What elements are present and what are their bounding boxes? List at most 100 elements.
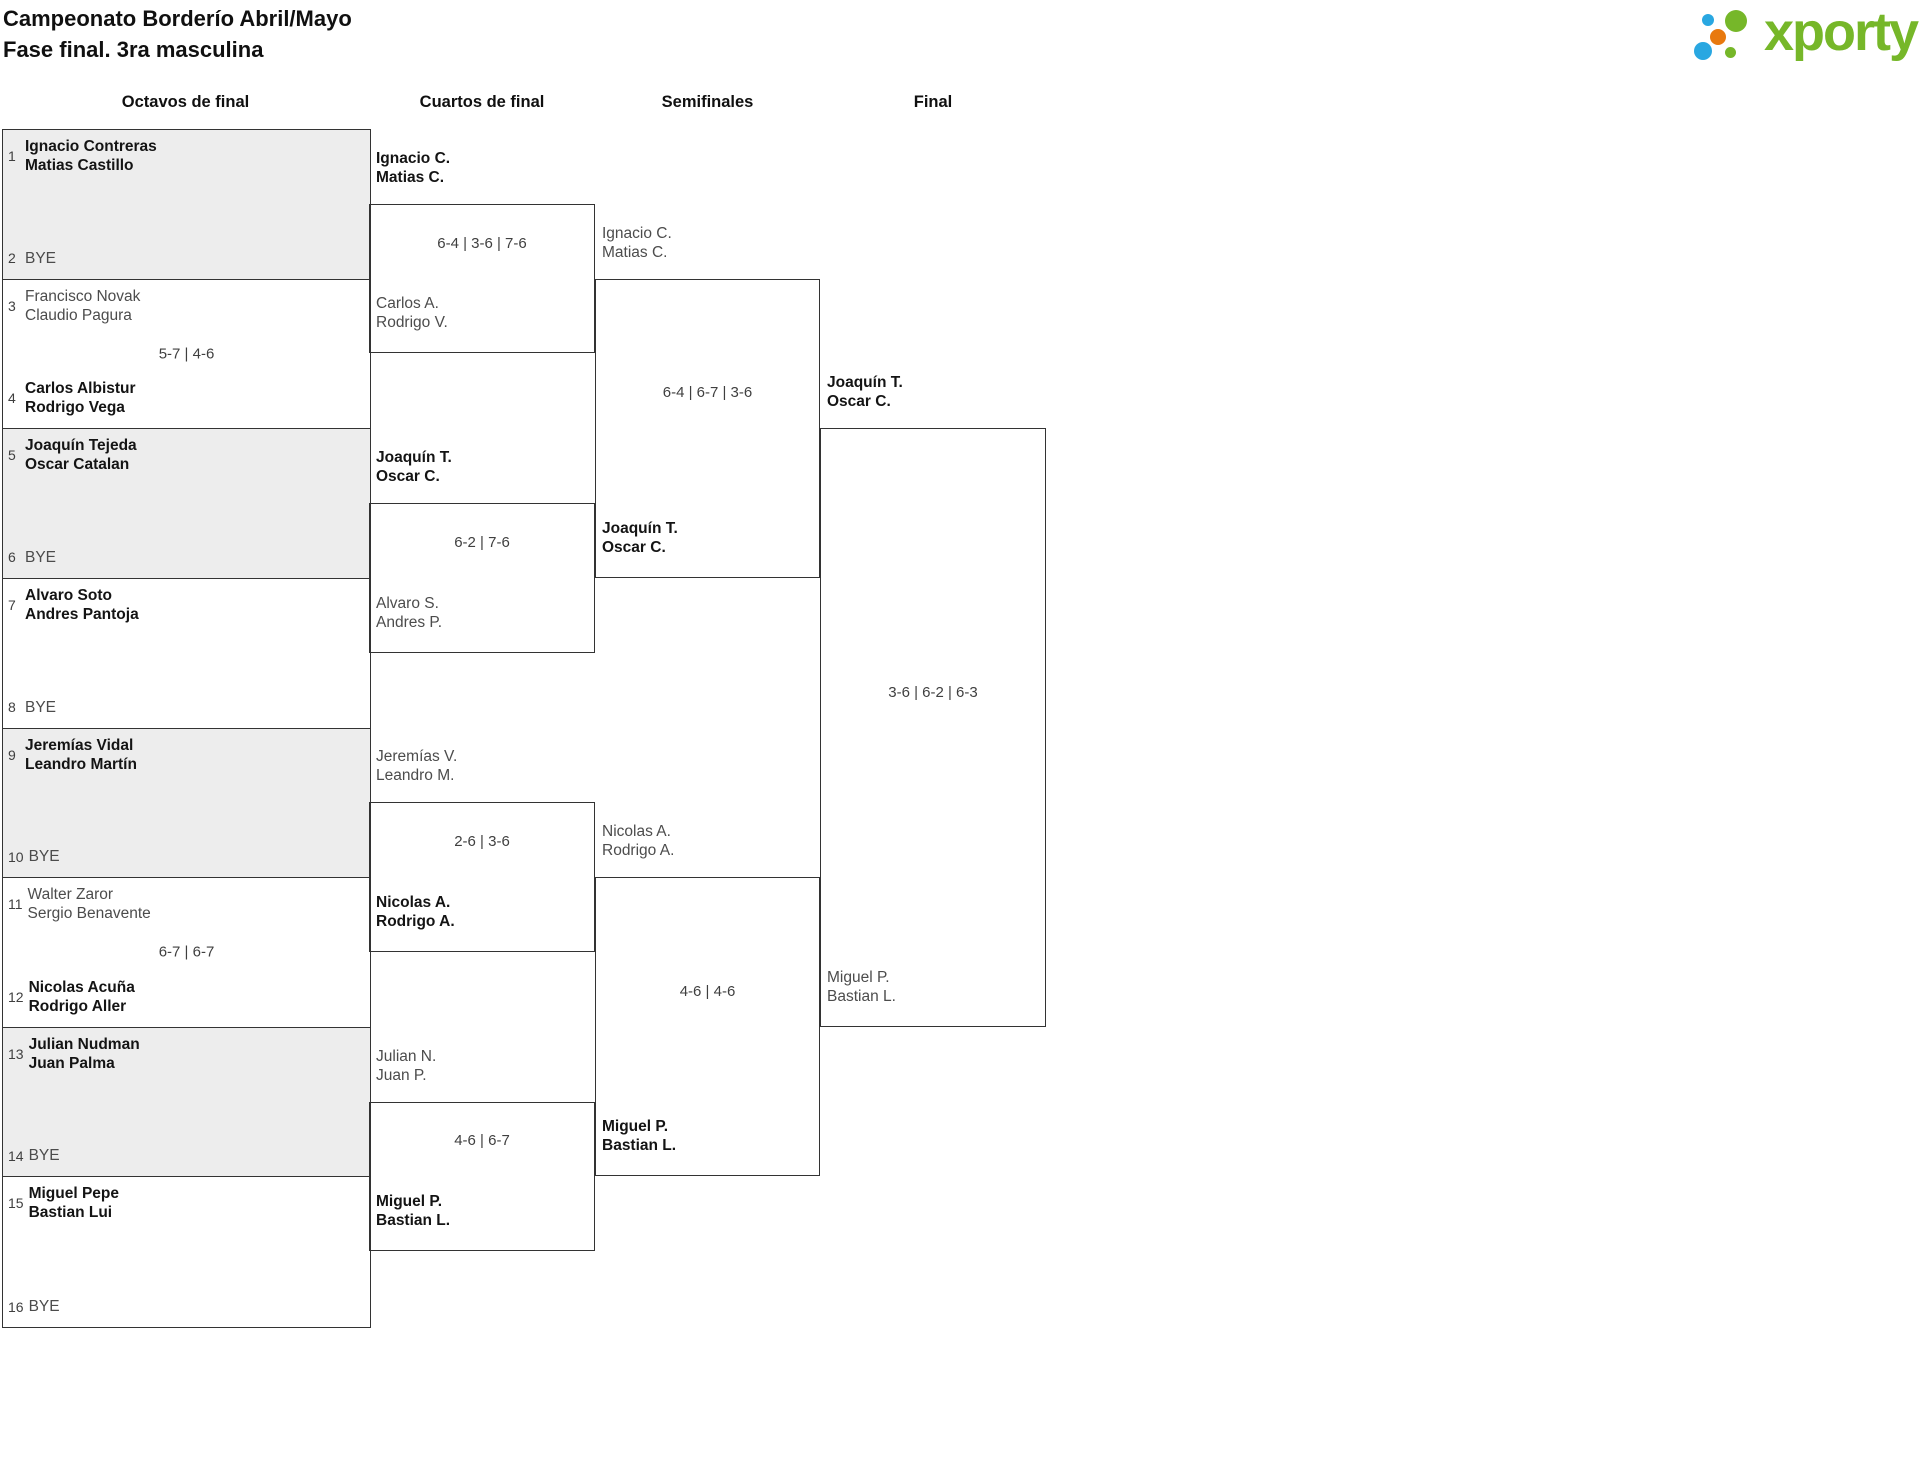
tournament-title: Campeonato Borderío Abril/Mayo	[3, 6, 352, 31]
logo-dot-green-small-icon	[1725, 47, 1736, 58]
advancing-team-bottom: Nicolas A.Rodrigo A.	[376, 893, 455, 931]
player-name: Nicolas Acuña	[28, 978, 135, 996]
seed-number: 2	[8, 250, 16, 267]
team-names: BYE	[29, 1297, 60, 1316]
player-name: Julian Nudman	[28, 1035, 140, 1053]
team-names: Carlos A.Rodrigo V.	[376, 294, 448, 332]
player-name: Ignacio C.	[376, 149, 451, 167]
seed-number: 11	[8, 896, 23, 913]
player-name: Joaquín T.	[602, 519, 678, 537]
player-name: Sergio Benavente	[27, 905, 151, 923]
player-name: Joaquín T.	[827, 374, 903, 392]
player-name: Jeremías V.	[376, 748, 458, 766]
player-name: Bastian Lui	[28, 1204, 113, 1222]
logo-dot-orange-icon	[1710, 29, 1726, 45]
player-name: Jeremías Vidal	[25, 736, 134, 754]
team-names: Nicolas A.Rodrigo A.	[376, 893, 455, 931]
team-entry-bottom: 14 BYE	[8, 1146, 60, 1165]
xporty-logo[interactable]: xporty	[1690, 2, 1920, 68]
seed-number: 15	[8, 1195, 24, 1212]
team-names: BYE	[25, 548, 56, 567]
player-name: BYE	[28, 1298, 60, 1315]
seed-number: 7	[8, 596, 16, 613]
round-header-semifinales: Semifinales	[661, 93, 754, 111]
player-name: Rodrigo Aller	[28, 997, 127, 1015]
match-score: 6-4 | 6-7 | 3-6	[662, 384, 753, 402]
advancing-team-bottom: Alvaro S.Andres P.	[376, 594, 442, 632]
advancing-team-bottom: Miguel P.Bastian L.	[376, 1192, 450, 1230]
team-names: Alvaro S.Andres P.	[376, 594, 442, 632]
player-name: Bastian L.	[602, 1137, 677, 1155]
match-score: 3-6 | 6-2 | 6-3	[888, 683, 978, 701]
player-name: BYE	[25, 548, 57, 566]
player-name: BYE	[25, 249, 57, 267]
round-header-octavos: Octavos de final	[121, 93, 250, 111]
match-score: 2-6 | 3-6	[454, 833, 510, 851]
team-names: Ignacio C.Matias C.	[376, 149, 450, 187]
player-name: Ignacio C.	[602, 224, 672, 242]
player-name: Juan Palma	[28, 1054, 115, 1072]
player-name: Matias Castillo	[25, 157, 134, 174]
team-names: Jeremías V.Leandro M.	[376, 747, 457, 785]
player-name: Rodrigo V.	[376, 314, 448, 332]
player-name: Oscar C.	[376, 468, 440, 486]
team-names: Joaquín T.Oscar C.	[827, 373, 903, 411]
player-name: Nicolas A.	[376, 893, 451, 911]
advancing-team-bottom: Joaquín T.Oscar C.	[602, 519, 678, 557]
player-name: Bastian L.	[376, 1212, 451, 1230]
advancing-team-top: Nicolas A.Rodrigo A.	[602, 822, 674, 860]
team-names: BYE	[29, 1146, 60, 1165]
team-names: BYE	[25, 249, 56, 268]
seed-number: 14	[8, 1147, 24, 1164]
match-score: 4-6 | 4-6	[679, 982, 736, 1000]
player-name: Andres Pantoja	[25, 605, 139, 623]
round-header-final: Final	[913, 93, 953, 111]
player-name: BYE	[28, 848, 60, 866]
advancing-team-top: Joaquín T.Oscar C.	[827, 373, 903, 411]
player-name: Rodrigo A.	[376, 912, 455, 930]
logo-wordmark: xporty	[1764, 2, 1919, 62]
team-names: Miguel P.Bastian L.	[827, 968, 896, 1006]
team-names: Joaquín T.Oscar C.	[602, 519, 678, 557]
player-name: Joaquín T.	[376, 449, 452, 467]
player-name: Juan P.	[376, 1066, 427, 1084]
player-name: Andres P.	[376, 613, 443, 631]
team-names: BYE	[25, 698, 56, 717]
player-name: Oscar Catalan	[25, 456, 130, 474]
advancing-team-bottom: Carlos A.Rodrigo V.	[376, 294, 448, 332]
player-name: Oscar C.	[602, 538, 666, 556]
seed-number: 16	[8, 1298, 24, 1315]
player-name: Walter Zaror	[27, 886, 114, 904]
player-name: Joaquín Tejeda	[25, 437, 137, 455]
player-name: Miguel P.	[602, 1118, 669, 1136]
seed-number: 10	[8, 848, 24, 865]
team-entry-bottom: 2 BYE	[8, 249, 56, 268]
player-name: Rodrigo Vega	[25, 399, 125, 417]
player-name: Matias C.	[602, 243, 668, 261]
match-score: 6-7 | 6-7	[158, 943, 215, 961]
